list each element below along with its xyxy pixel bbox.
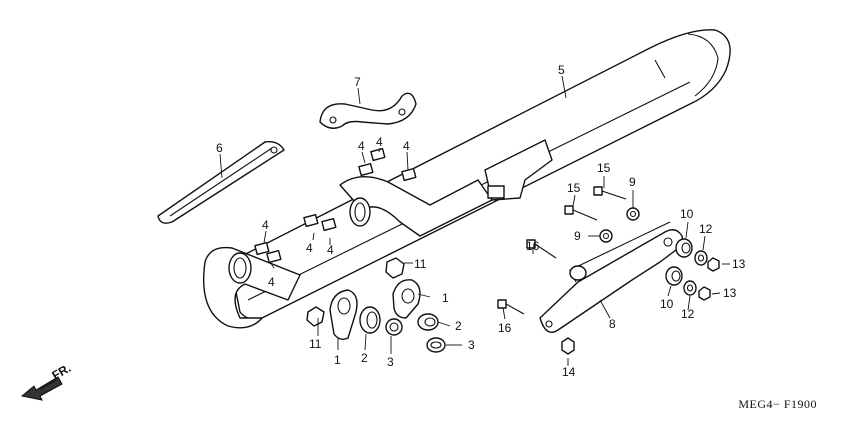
bracket-bushing [569,265,587,281]
clip [321,217,337,232]
flange-nut [306,306,325,327]
callout-4: 4 [327,243,334,257]
callout-labels: 5 7 6 4 4 4 4 4 4 4 11 11 1 1 2 2 3 3 15… [216,63,746,379]
callout-12: 12 [681,307,695,321]
callout-9: 9 [629,175,636,189]
shield-hole [329,116,337,124]
callout-10: 10 [660,297,674,311]
gasket [385,318,403,336]
collar [359,306,381,334]
collar [626,207,640,221]
mounting-rubber [665,266,683,286]
callout-11: 11 [309,337,322,351]
nut [561,337,575,355]
callout-1: 1 [334,353,341,367]
muffler [229,29,731,320]
shield-hole [270,146,278,154]
callout-9: 9 [574,229,581,243]
callout-8: 8 [609,317,616,331]
callout-3: 3 [468,338,475,352]
washer [694,250,708,266]
clip [401,167,417,182]
callout-4: 4 [358,139,365,153]
callout-5: 5 [558,63,565,77]
front-direction-arrow: FR. [20,361,74,401]
mounting-rubber [675,238,693,258]
callout-16: 16 [498,321,512,335]
callout-16: 16 [526,239,540,253]
exhaust-pipe-rear [339,139,553,237]
front-direction-label: FR. [50,361,74,383]
callout-14: 14 [562,365,576,379]
callout-15: 15 [567,181,581,195]
callout-4: 4 [268,275,275,289]
nut [698,286,711,301]
heat-shield-upper [319,92,417,129]
washer [683,280,697,296]
callout-4: 4 [376,135,383,149]
clip [370,147,386,162]
bolt [526,239,557,259]
nut [707,257,720,272]
callout-7: 7 [354,75,361,89]
callout-3: 3 [387,355,394,369]
callout-4: 4 [262,218,269,232]
exhaust-pipe-front [203,246,301,329]
callout-6: 6 [216,141,223,155]
callout-13: 13 [723,286,737,300]
flange-nut [385,257,405,279]
clip [303,213,319,228]
joint-flange [329,289,358,341]
bolt [593,186,627,200]
clip [254,241,270,256]
callout-2: 2 [455,319,462,333]
callout-12: 12 [699,222,713,236]
callout-4: 4 [403,139,410,153]
leader-lines [219,75,730,366]
callout-13: 13 [732,257,746,271]
clip [266,249,282,264]
callout-2: 2 [361,351,368,365]
callout-4: 4 [306,241,313,255]
shield-hole [398,108,406,116]
callout-1: 1 [442,291,449,305]
callout-11: 11 [414,257,427,271]
joint-flange [392,279,421,319]
clip [358,162,374,177]
collar [417,313,439,331]
diagram-reference-code: MEG4− F1900 [738,397,817,411]
bolt [564,205,598,221]
bolt [497,299,525,315]
collar [599,229,613,243]
gasket [426,337,446,353]
callout-10: 10 [680,207,694,221]
callout-15: 15 [597,161,611,175]
